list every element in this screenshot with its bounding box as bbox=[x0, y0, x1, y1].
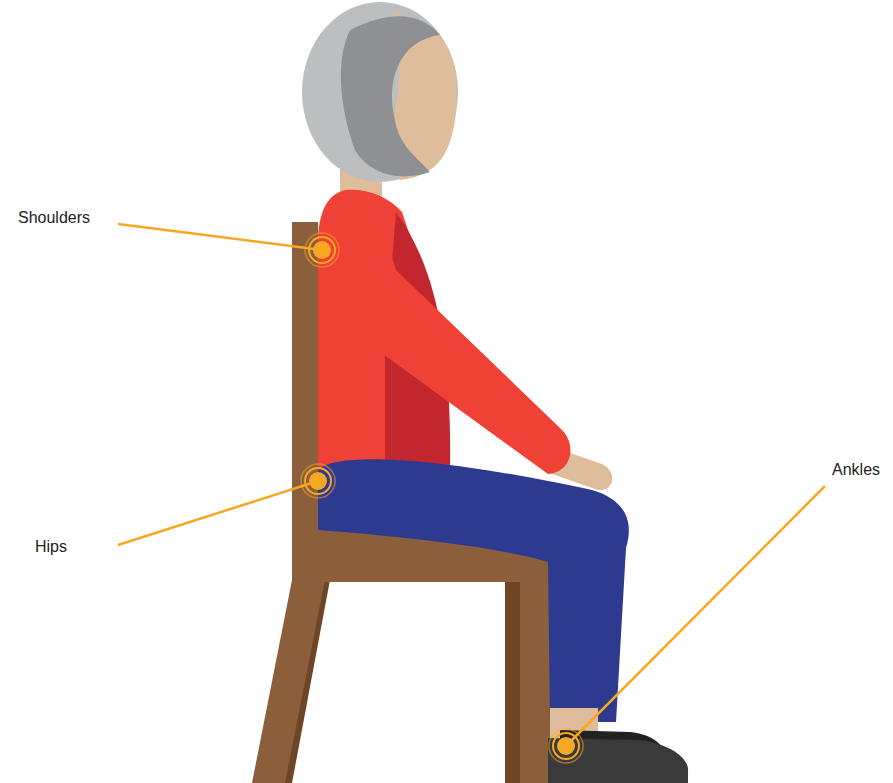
joint-marker bbox=[305, 233, 339, 267]
shoe bbox=[548, 738, 688, 783]
chair-leg bbox=[520, 580, 550, 783]
leader-line bbox=[566, 486, 825, 746]
arm bbox=[328, 204, 570, 474]
joint-marker bbox=[549, 729, 583, 763]
leader-line bbox=[118, 224, 322, 250]
callout-label: Ankles bbox=[832, 460, 880, 480]
leader-lines bbox=[118, 224, 825, 746]
callout-label: Shoulders bbox=[18, 208, 90, 228]
trousers bbox=[318, 459, 629, 722]
hair-shade bbox=[341, 16, 440, 176]
callout-label: Hips bbox=[35, 537, 67, 557]
person bbox=[302, 2, 688, 783]
joint-markers bbox=[301, 233, 583, 763]
joint-marker bbox=[301, 464, 335, 498]
chair-leg bbox=[252, 580, 325, 783]
hair bbox=[302, 2, 458, 182]
leader-line bbox=[118, 481, 318, 545]
